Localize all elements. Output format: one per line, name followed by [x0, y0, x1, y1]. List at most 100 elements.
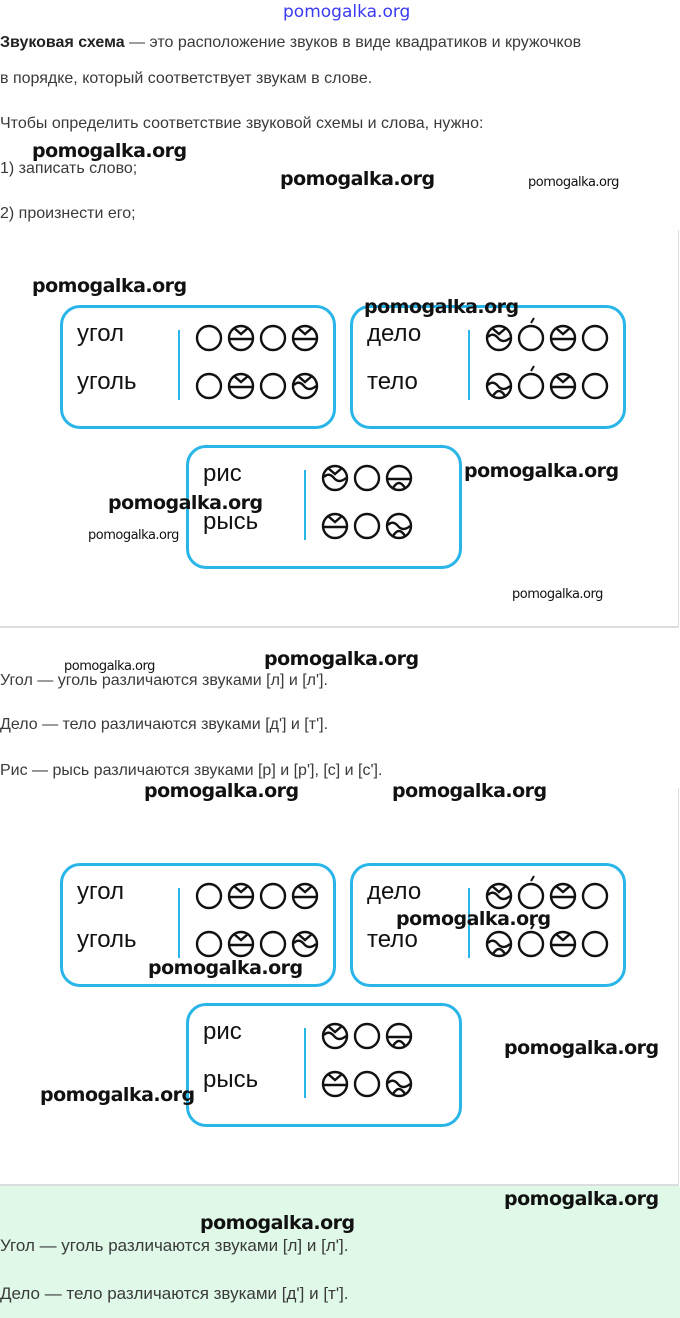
vowel-sound-icon	[195, 372, 223, 400]
divider	[468, 330, 470, 400]
hard-voiced-sound-icon	[549, 372, 577, 400]
sound-scheme	[485, 875, 609, 910]
vowel-sound-icon	[259, 930, 287, 958]
vowel-sound-icon	[581, 930, 609, 958]
vowel-sound-icon	[353, 464, 381, 492]
sound-scheme	[485, 923, 609, 958]
divider	[178, 330, 180, 400]
vowel-sound-icon	[581, 882, 609, 910]
word-pair-box: угол уголь	[60, 863, 336, 987]
word: дело	[367, 878, 422, 905]
intro-line-1: Звуковая схема — это расположение звуков…	[0, 34, 581, 52]
vowel-sound-icon	[195, 930, 223, 958]
step-1: 1) записать слово;	[0, 160, 138, 177]
vowel-stressed-sound-icon	[517, 317, 545, 352]
hard-voiced-sound-icon	[227, 882, 255, 910]
watermark: pomogalka.org	[364, 296, 519, 318]
watermark: pomogalka.org	[88, 528, 179, 543]
soft-voiceless-sound-icon	[385, 512, 413, 540]
watermark: pomogalka.org	[280, 168, 435, 190]
word: рис	[203, 460, 242, 487]
word-pair-box: рис рысь	[186, 1003, 462, 1127]
hard-voiced-sound-icon	[321, 1070, 349, 1098]
hard-voiced-sound-icon	[549, 324, 577, 352]
hard-voiced-sound-icon	[291, 324, 319, 352]
soft-voiced-sound-icon	[321, 1022, 349, 1050]
word: уголь	[77, 926, 137, 953]
vowel-stressed-sound-icon	[517, 365, 545, 400]
watermark: pomogalka.org	[64, 659, 155, 674]
divider	[468, 888, 470, 958]
watermark: pomogalka.org	[148, 957, 303, 979]
soft-voiced-sound-icon	[291, 930, 319, 958]
hard-voiced-sound-icon	[291, 882, 319, 910]
sound-scheme	[195, 882, 319, 910]
sound-scheme	[195, 324, 319, 352]
soft-voiced-sound-icon	[321, 464, 349, 492]
divider	[178, 888, 180, 958]
sound-scheme	[485, 317, 609, 352]
sound-scheme	[321, 1070, 413, 1098]
sound-scheme	[485, 365, 609, 400]
hard-voiced-sound-icon	[227, 324, 255, 352]
soft-voiceless-sound-icon	[485, 930, 513, 958]
sound-scheme	[321, 512, 413, 540]
divider	[304, 1028, 306, 1098]
answer-1: Угол — уголь различаются звуками [л] и […	[0, 672, 328, 689]
watermark: pomogalka.org	[32, 140, 187, 162]
vowel-sound-icon	[353, 1022, 381, 1050]
soft-voiceless-sound-icon	[385, 1070, 413, 1098]
word: угол	[77, 320, 125, 347]
vowel-sound-icon	[195, 324, 223, 352]
watermark: pomogalka.org	[108, 492, 263, 514]
watermark: pomogalka.org	[504, 1037, 659, 1059]
soft-voiced-sound-icon	[485, 324, 513, 352]
sound-scheme	[195, 930, 319, 958]
vowel-sound-icon	[259, 324, 287, 352]
word: рис	[203, 1018, 242, 1045]
soft-voiceless-sound-icon	[485, 372, 513, 400]
vowel-sound-icon	[581, 324, 609, 352]
word: рысь	[203, 1066, 259, 1093]
word-pair-box: дело тело	[350, 305, 626, 429]
watermark: pomogalka.org	[512, 587, 603, 602]
sound-scheme	[321, 1022, 413, 1050]
vowel-sound-icon	[195, 882, 223, 910]
vowel-stressed-sound-icon	[517, 923, 545, 958]
watermark: pomogalka.org	[200, 1212, 355, 1234]
intro-line-2: в порядке, который соответствует звукам …	[0, 70, 373, 87]
hard-voiced-sound-icon	[227, 930, 255, 958]
word: угол	[77, 878, 125, 905]
soft-voiced-sound-icon	[291, 372, 319, 400]
divider	[304, 470, 306, 540]
hard-voiced-sound-icon	[227, 372, 255, 400]
word: дело	[367, 320, 422, 347]
watermark: pomogalka.org	[40, 1084, 195, 1106]
step-2: 2) произнести его;	[0, 205, 136, 222]
answer-2: Дело — тело различаются звуками [д'] и […	[0, 716, 329, 733]
answer-1-repeat: Угол — уголь различаются звуками [л] и […	[0, 1236, 349, 1255]
watermark: pomogalka.org	[392, 780, 547, 802]
hard-voiceless-sound-icon	[385, 464, 413, 492]
watermark: pomogalka.org	[32, 275, 187, 297]
definition: — это расположение звуков в виде квадрат…	[124, 34, 582, 51]
vowel-sound-icon	[353, 512, 381, 540]
hard-voiceless-sound-icon	[385, 1022, 413, 1050]
word: тело	[367, 368, 418, 395]
hard-voiced-sound-icon	[549, 882, 577, 910]
watermark: pomogalka.org	[396, 908, 551, 930]
figure-1	[0, 230, 679, 628]
vowel-sound-icon	[259, 372, 287, 400]
vowel-sound-icon	[259, 882, 287, 910]
answer-3: Рис — рысь различаются звуками [р] и [р'…	[0, 762, 383, 779]
sound-scheme	[321, 464, 413, 492]
vowel-sound-icon	[353, 1070, 381, 1098]
header-watermark[interactable]: pomogalka.org	[283, 2, 411, 22]
sound-scheme	[195, 372, 319, 400]
watermark: pomogalka.org	[504, 1188, 659, 1210]
vowel-sound-icon	[581, 372, 609, 400]
hard-voiced-sound-icon	[549, 930, 577, 958]
